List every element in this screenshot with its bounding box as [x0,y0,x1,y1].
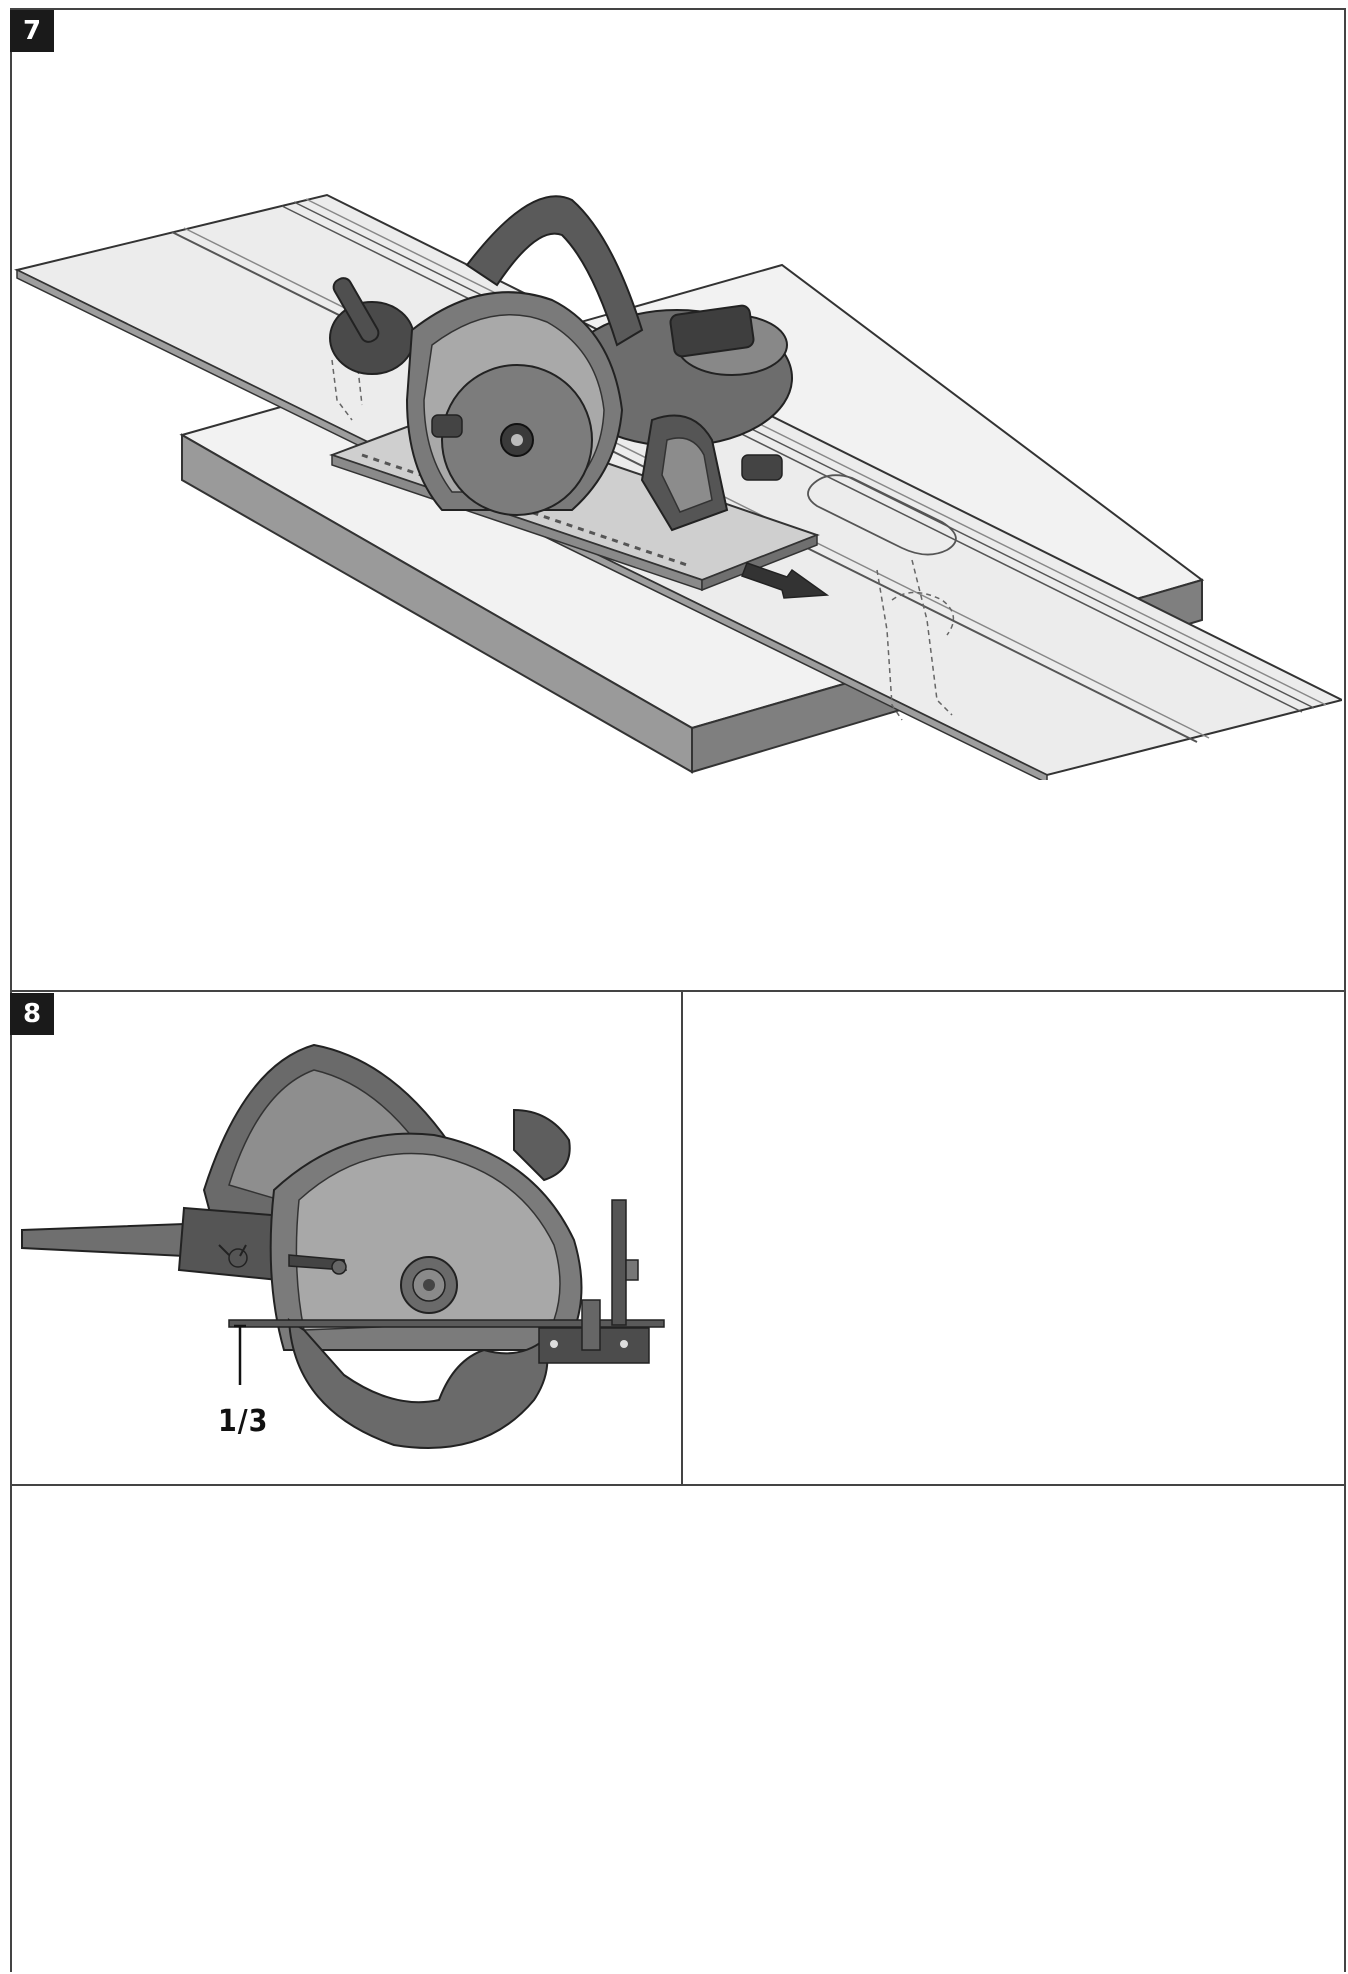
base-plate [228,1299,665,1364]
figure-8-illustration [14,1030,674,1470]
figure-7-illustration [12,60,1342,780]
saw-blade [287,1256,549,1449]
handle-block [177,1206,286,1282]
callout-label-1-3: 1/3 [218,1404,269,1439]
depth-lever [288,1254,347,1275]
divider-fig7-bottom [10,990,1346,992]
blade-guard [269,1132,583,1351]
front-guard-plate [611,1199,639,1326]
direction-arrow [741,562,830,599]
callout-line-1-3 [234,1324,246,1385]
figure-7-number: 7 [10,10,54,52]
divider-fig8-right [681,990,683,1484]
guide-rail-saw-drawing [14,193,1342,780]
divider-fig8-bottom [10,1484,1346,1486]
wing-nut [218,1244,248,1268]
figure-8-number: 8 [10,993,54,1035]
saw-side-view-drawing [21,1043,665,1449]
power-cord [21,1222,185,1258]
circular-saw-body [329,195,793,532]
